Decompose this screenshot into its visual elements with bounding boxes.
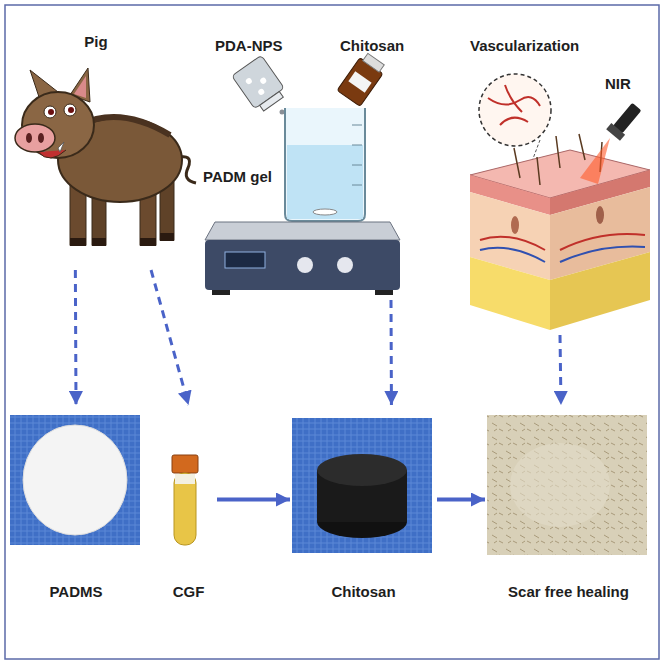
stirrer-knob [297, 257, 313, 273]
falling-particle [280, 110, 285, 115]
nir-torch [606, 101, 644, 141]
torch-head [606, 123, 625, 141]
chitosan-bottle [337, 51, 387, 106]
illustration-panel: PDA-NPS ChitosanPADM gel [195, 30, 440, 300]
stirrer-knob [337, 257, 353, 273]
healed-skin-photo [487, 415, 647, 555]
stirrer-foot [212, 290, 230, 295]
pig-ear-inner [74, 76, 86, 98]
dashed-arrow [74, 270, 78, 405]
stirrer-base [205, 240, 400, 290]
skin-fat [470, 257, 550, 330]
padms-scaffold [23, 425, 127, 535]
dashed-arrow [559, 335, 563, 405]
beaker-liquid [287, 145, 363, 219]
jar-particle [259, 77, 267, 85]
stirrer-foot [375, 290, 393, 295]
jar-mouth [260, 92, 284, 111]
bottle-label [348, 71, 371, 92]
jar-particle [257, 88, 265, 96]
bottle-cap [363, 53, 385, 72]
node-label: Chitosan [290, 583, 437, 601]
photo-ground [10, 415, 140, 545]
blood-vessel [480, 247, 645, 262]
stirrer-plate [205, 222, 400, 240]
blood-vessel [488, 85, 540, 125]
healed-area [510, 443, 610, 527]
node-label: Vascularization [470, 37, 579, 55]
node-label: NIR [605, 75, 631, 93]
illustration-panel: Chitosan [290, 405, 437, 615]
tube-body [174, 473, 196, 545]
tube-headspace [175, 474, 195, 484]
skin-fat [550, 252, 650, 330]
pda-jar [232, 55, 288, 114]
node-label: PADMS [8, 583, 144, 601]
illustration-panel: PADMS [8, 405, 144, 615]
node-label: Chitosan [340, 37, 404, 55]
pig-hoof [160, 233, 174, 241]
pig-pupil [48, 109, 54, 115]
illustration-panel: VascularizationNIR [455, 30, 655, 335]
pig-pupil [68, 107, 74, 113]
flow-arrow [217, 498, 290, 502]
pig-nostril [26, 133, 32, 143]
pig-hoof [70, 238, 86, 246]
illustration-panel: Pig [10, 30, 182, 270]
node-label: Scar free healing [485, 583, 652, 601]
hair-follicle [511, 216, 519, 234]
pig-eye [44, 106, 56, 118]
pig-snout [15, 124, 55, 152]
stirrer-display [225, 252, 265, 268]
sponge-top [317, 454, 407, 486]
pig-eye [64, 104, 76, 116]
dashed-arrow [151, 270, 188, 405]
illustration-panel: CGF [160, 405, 217, 615]
frame-border [5, 5, 659, 659]
beaker-graduation [352, 125, 362, 185]
jar-particle [245, 77, 253, 85]
node-label: Pig [10, 33, 182, 51]
node-label: CGF [160, 583, 217, 601]
photo-ground [292, 418, 432, 553]
tube-cap [172, 455, 198, 473]
node-label: PADM gel [203, 168, 272, 186]
flow-arrow [437, 498, 485, 502]
pig-hoof [140, 238, 156, 246]
pig-hoof [92, 238, 106, 246]
dashed-arrow [390, 300, 393, 405]
hair-follicle [596, 206, 604, 224]
beaker [285, 108, 365, 221]
pig-nostril [38, 133, 44, 143]
illustration-panel: Scar free healing [485, 405, 652, 615]
zoom-circle [479, 74, 551, 146]
nir-beam [580, 138, 610, 184]
node-label: PDA-NPS [215, 37, 283, 55]
stir-bar [313, 209, 337, 215]
